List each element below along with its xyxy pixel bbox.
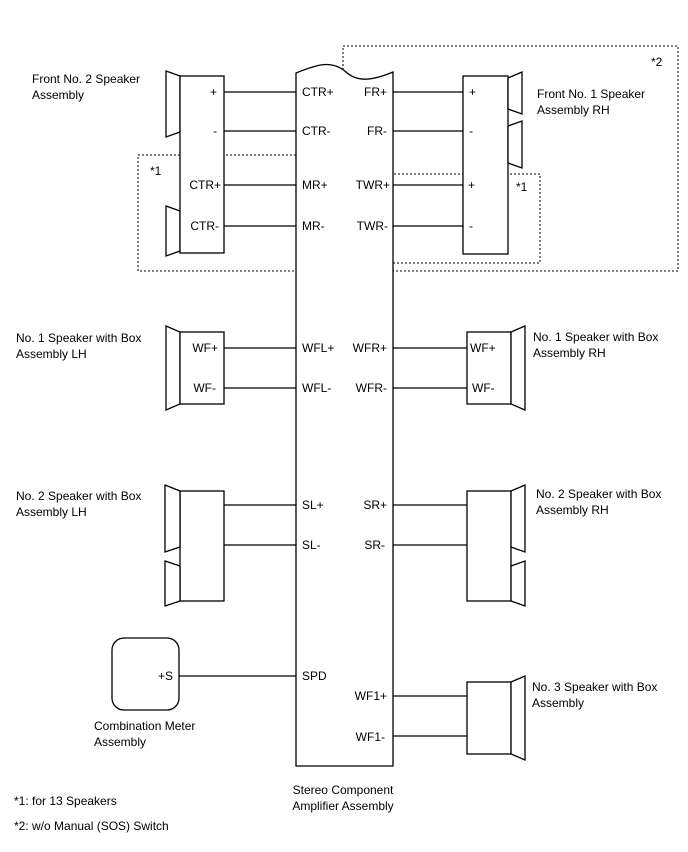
front-no2-pin-ctr-plus: CTR+ bbox=[189, 178, 221, 192]
amplifier-pins-right: FR+ FR- TWR+ TWR- WFR+ WFR- SR+ SR- WF1+… bbox=[353, 85, 390, 744]
front-no1-speaker-rh bbox=[462, 71, 523, 255]
front-no2-pin-plus: + bbox=[210, 85, 217, 99]
pin-mr-plus: MR+ bbox=[302, 178, 328, 192]
pin-wfr-plus: WFR+ bbox=[353, 341, 387, 355]
no3-name-line1: No. 3 Speaker with Box bbox=[532, 680, 657, 694]
front-no1-name-line2: Assembly RH bbox=[537, 103, 610, 117]
no3-speaker bbox=[466, 675, 526, 761]
front-no2-pin-ctr-minus: CTR- bbox=[190, 219, 219, 233]
pin-wfl-minus: WFL- bbox=[302, 381, 331, 395]
no1-rh-pin-wf-plus: WF+ bbox=[470, 341, 496, 355]
marker-sos-switch: *2 bbox=[651, 55, 663, 69]
combination-meter bbox=[111, 637, 180, 711]
no1-rh-name-line1: No. 1 Speaker with Box bbox=[533, 330, 658, 344]
no2-speaker-box-rh bbox=[466, 484, 526, 607]
front-no1-pin-tw-minus: - bbox=[469, 219, 473, 233]
no1-speaker-box-rh bbox=[466, 325, 526, 411]
no2-rh-name-line2: Assembly RH bbox=[536, 503, 609, 517]
pin-twr-minus: TWR- bbox=[357, 219, 388, 233]
amplifier-name-line2: Amplifier Assembly bbox=[292, 799, 393, 813]
no1-lh-pin-wf-plus: WF+ bbox=[192, 341, 218, 355]
footnote-13-speakers: *1: for 13 Speakers bbox=[14, 794, 117, 808]
pin-wf1-minus: WF1- bbox=[356, 730, 385, 744]
amplifier-body bbox=[295, 63, 394, 767]
no2-lh-name-line1: No. 2 Speaker with Box bbox=[16, 489, 141, 503]
pin-sr-minus: SR- bbox=[364, 538, 385, 552]
wires bbox=[179, 91, 467, 737]
pin-wf1-plus: WF1+ bbox=[355, 689, 387, 703]
meter-name-line1: Combination Meter bbox=[94, 719, 195, 733]
front-no1-pin-plus: + bbox=[469, 85, 476, 99]
component-names: Front No. 2 Speaker Assembly Front No. 1… bbox=[16, 72, 661, 813]
no1-speaker-box-lh bbox=[165, 325, 225, 411]
pin-fr-plus: FR+ bbox=[364, 85, 387, 99]
pin-ctr-plus: CTR+ bbox=[302, 85, 334, 99]
pin-sl-plus: SL+ bbox=[302, 498, 324, 512]
amplifier-name-line1: Stereo Component bbox=[293, 783, 394, 797]
front-no1-name-line1: Front No. 1 Speaker bbox=[537, 87, 645, 101]
front-no1-pin-tw-plus: + bbox=[468, 178, 475, 192]
marker-13-speakers-right: *1 bbox=[516, 180, 528, 194]
no1-lh-name-line1: No. 1 Speaker with Box bbox=[16, 331, 141, 345]
front-no2-speaker bbox=[165, 70, 225, 257]
amplifier-pins-left: CTR+ CTR- MR+ MR- WFL+ WFL- SL+ SL- SPD bbox=[302, 85, 334, 683]
meter-pin-s: +S bbox=[158, 669, 173, 683]
no1-lh-name-line2: Assembly LH bbox=[16, 347, 87, 361]
no3-name-line2: Assembly bbox=[532, 696, 584, 710]
front-no1-pin-minus: - bbox=[469, 124, 473, 138]
pin-fr-minus: FR- bbox=[367, 124, 387, 138]
front-no2-pin-minus: - bbox=[213, 124, 217, 138]
pin-sl-minus: SL- bbox=[302, 538, 321, 552]
pin-twr-plus: TWR+ bbox=[356, 178, 390, 192]
no2-rh-name-line1: No. 2 Speaker with Box bbox=[536, 487, 661, 501]
front-no2-name-line2: Assembly bbox=[32, 88, 84, 102]
no1-lh-pin-wf-minus: WF- bbox=[193, 381, 216, 395]
no1-rh-name-line2: Assembly RH bbox=[533, 346, 606, 360]
pin-sr-plus: SR+ bbox=[363, 498, 387, 512]
pin-wfl-plus: WFL+ bbox=[302, 341, 334, 355]
pin-ctr-minus: CTR- bbox=[302, 124, 331, 138]
marker-13-speakers-left: *1 bbox=[150, 164, 162, 178]
footnote-sos-switch: *2: w/o Manual (SOS) Switch bbox=[14, 819, 169, 833]
pin-mr-minus: MR- bbox=[302, 219, 325, 233]
front-no2-name-line1: Front No. 2 Speaker bbox=[32, 72, 140, 86]
no2-lh-name-line2: Assembly LH bbox=[16, 505, 87, 519]
component-pins: + - CTR+ CTR- + - + - WF+ WF- WF+ WF- +S bbox=[158, 85, 496, 683]
pin-spd: SPD bbox=[302, 669, 327, 683]
no1-rh-pin-wf-minus: WF- bbox=[472, 381, 495, 395]
no2-speaker-box-lh bbox=[164, 484, 225, 607]
pin-wfr-minus: WFR- bbox=[356, 381, 387, 395]
meter-name-line2: Assembly bbox=[94, 735, 146, 749]
